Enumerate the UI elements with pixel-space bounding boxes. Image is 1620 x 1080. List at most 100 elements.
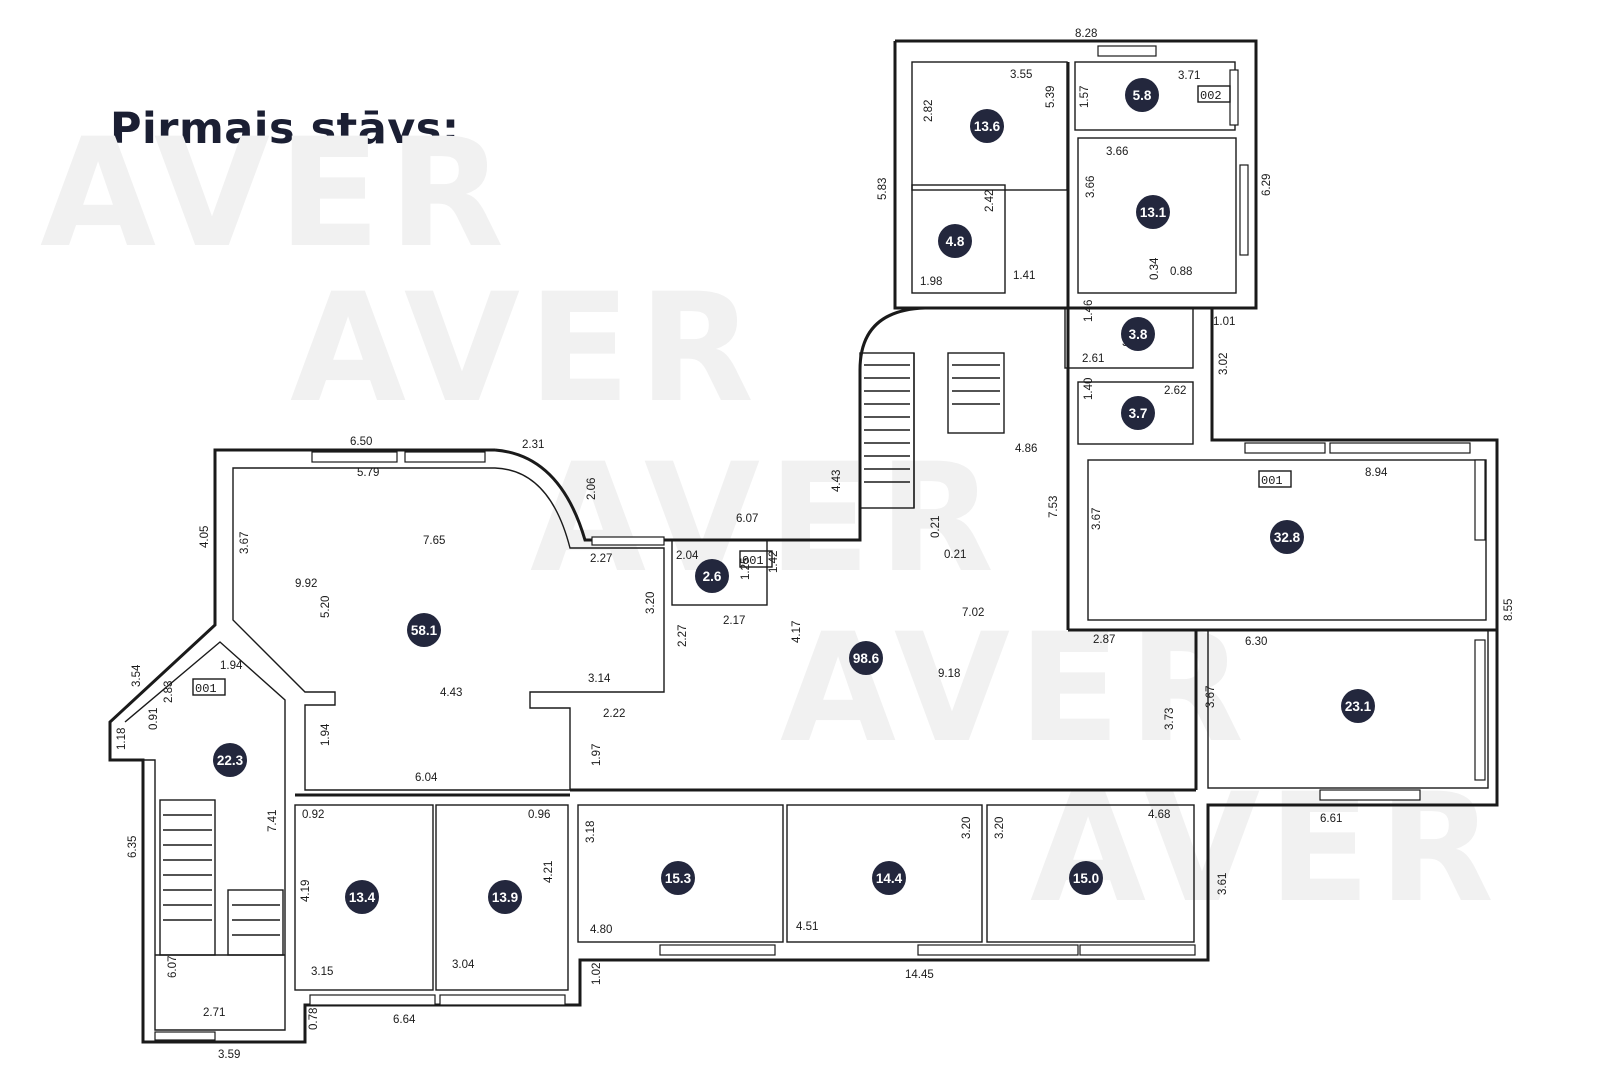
room-area-label: 23.1 [1345,699,1372,714]
dimension-label: 0.34 [1149,257,1161,280]
dimension-label: 8.55 [1503,599,1515,621]
dimension-label: 9.18 [938,668,960,680]
dimension-label: 1.25 [740,558,752,580]
room-badge-circle [1125,78,1159,112]
room-badge: 98.6 [849,641,883,675]
room-badge: 4.8 [938,224,972,258]
code-label: 002 [1200,89,1222,103]
code-label: 001 [742,554,764,568]
room-area-label: 13.6 [974,119,1001,134]
dimension-label: 0.92 [302,809,324,821]
code-label: 001 [195,682,217,696]
dimension-label: 4.17 [791,621,803,643]
dimension-label: 3.67 [239,532,251,554]
room-area-label: 2.6 [703,569,722,584]
room-badge-circle [488,880,522,914]
codes: 002 001 001 001 [192,85,1292,696]
room-badge-circle [1136,195,1170,229]
dimension-label: 2.61 [1082,353,1104,365]
room-area-label: 3.8 [1129,327,1148,342]
room-badge: 32.8 [1270,520,1304,554]
dimension-label: 3.61 [1217,873,1229,895]
room-badge: 13.4 [345,880,379,914]
room-badge: 15.3 [661,861,695,895]
room-badge: 2.6 [695,559,729,593]
dimension-label: 5.39 [1045,86,1057,108]
room-badge-circle [1270,520,1304,554]
dimension-label: 3.67 [1091,508,1103,530]
dimension-label: 2.71 [203,1007,225,1019]
dimension-label: 0.21 [930,516,942,538]
dimension-label: 1.18 [116,728,128,750]
dimension-label: 3.20 [645,592,657,614]
dimension-label: 4.43 [831,470,843,492]
dimension-label: 0.88 [1170,266,1192,278]
dimension-label: 8.94 [1365,467,1388,479]
room-badge: 14.4 [872,861,906,895]
dimension-label: 2.04 [676,550,699,562]
dimension-label: 4.05 [199,526,211,548]
dimension-label: 6.29 [1261,174,1273,196]
dimension-label: 7.65 [423,535,445,547]
dimension-label: 7.02 [962,607,984,619]
dimension-label: 4.80 [590,924,612,936]
dimension-label: 2.62 [1164,385,1186,397]
dimension-label: 3.73 [1164,708,1176,730]
dimension-label: 3.71 [1178,70,1200,82]
dimension-label: 6.50 [350,436,372,448]
room-badge-circle [1341,689,1375,723]
dimension-label: 4.21 [543,861,555,883]
dimension-label: 1.02 [591,963,603,985]
dimension-label: 6.61 [1320,813,1342,825]
room-badge: 13.9 [488,880,522,914]
dimension-label: 4.86 [1015,443,1037,455]
room-badge-circle [213,743,247,777]
room-badge-circle [970,109,1004,143]
watermarks: AVER AVER AVER AVER AVER [40,107,1494,936]
dimension-label: 2.27 [677,625,689,647]
dimension-label: 6.30 [1245,636,1267,648]
room-area-label: 4.8 [946,234,965,249]
room-area-label: 22.3 [217,753,244,768]
room-area-label: 32.8 [1274,530,1301,545]
dimension-label: 2.27 [590,553,612,565]
dimension-label: 1.97 [591,744,603,766]
dimension-label: 3.04 [452,959,475,971]
room-badge: 13.1 [1136,195,1170,229]
dimension-label: 2.06 [586,478,598,500]
dimension-label: 1.94 [220,660,243,672]
dimension-label: 2.17 [723,615,745,627]
dimension-label: 1.41 [1013,270,1035,282]
dimension-label: 6.64 [393,1014,416,1026]
page-title: Pirmais stāvs: [110,104,460,154]
dimension-label: 8.28 [1075,28,1097,40]
watermark: AVER [290,262,762,436]
dimension-label: 0.96 [528,809,550,821]
dimension-label: 3.59 [218,1049,240,1061]
room-badge: 3.8 [1121,317,1155,351]
dimension-label: 3.02 [1218,353,1230,375]
dimension-label: 6.35 [127,836,139,858]
dimension-label: 1.94 [320,723,332,746]
room-area-label: 98.6 [853,651,880,666]
dimension-label: 14.45 [905,969,934,981]
dimension-label: 1.42 [768,551,780,573]
room-badge: 22.3 [213,743,247,777]
dimension-label: 1.57 [1079,86,1091,108]
room-area-label: 14.4 [876,871,903,886]
dimension-label: 2.42 [984,190,996,212]
room-area-label: 3.7 [1129,406,1148,421]
dimension-label: 0.21 [944,549,966,561]
room-area-label: 15.0 [1073,871,1099,886]
dimension-label: 1.40 [1083,378,1095,400]
room-badge: 58.1 [407,613,441,647]
room-area-label: 5.8 [1133,88,1152,103]
room-badge: 5.8 [1125,78,1159,112]
room-badge: 13.6 [970,109,1004,143]
dimension-label: 5.20 [320,596,332,618]
room-area-label: 15.3 [665,871,692,886]
room-badge-circle [1121,396,1155,430]
dimension-label: 6.07 [167,956,179,978]
dimension-label: 7.53 [1048,496,1060,518]
